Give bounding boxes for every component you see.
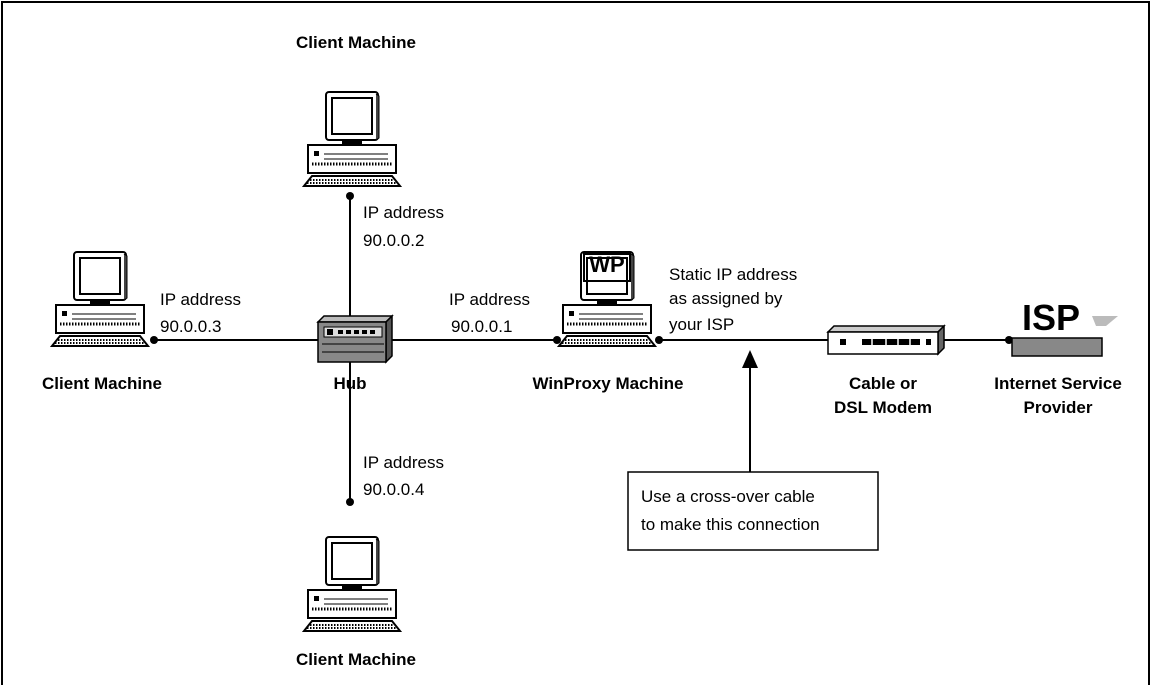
port-dot (346, 192, 354, 200)
winproxy-title: WinProxy Machine (533, 374, 684, 393)
port-dot (346, 498, 354, 506)
crossover-callout: Use a cross-over cable to make this conn… (627, 471, 879, 551)
modem-title-line-2: DSL Modem (834, 398, 932, 417)
client-left-ip-label: IP address (160, 290, 241, 309)
computer-icon (302, 535, 402, 633)
static-ip-line-2: as assigned by (669, 289, 783, 308)
isp-device-icon (1011, 337, 1103, 357)
client-top-ip: 90.0.0.2 (363, 231, 424, 250)
static-ip-line-1: Static IP address (669, 265, 797, 284)
static-ip-line-3: your ISP (669, 315, 734, 334)
client-bottom-title: Client Machine (296, 650, 416, 669)
isp-title-line-1: Internet Service (994, 374, 1122, 393)
client-top-ip-label: IP address (363, 203, 444, 222)
port-dot (655, 336, 663, 344)
client-bottom-ip: 90.0.0.4 (363, 480, 424, 499)
isp-title-line-2: Provider (1024, 398, 1093, 417)
hub-title: Hub (333, 374, 366, 393)
port-dot (150, 336, 158, 344)
client-machine-top: Client Machine IP address 90.0.0.2 (296, 33, 444, 250)
port-dot (553, 336, 561, 344)
client-bottom-ip-label: IP address (363, 453, 444, 472)
isp-logo-swoosh (1092, 316, 1118, 326)
callout-box (627, 471, 879, 551)
client-left-title: Client Machine (42, 374, 162, 393)
isp-logo: ISP (1022, 297, 1080, 338)
winproxy-machine: IP address 90.0.0.1 WP WinProxy Machine (449, 250, 684, 393)
winproxy-ip-label: IP address (449, 290, 530, 309)
computer-icon (302, 90, 402, 188)
hub: Hub (316, 314, 394, 393)
modem-title-line-1: Cable or (849, 374, 917, 393)
callout-line-1: Use a cross-over cable (641, 487, 815, 506)
static-ip-note: Static IP address as assigned by your IS… (669, 265, 797, 334)
isp: ISP Internet Service Provider (994, 297, 1122, 417)
client-top-title: Client Machine (296, 33, 416, 52)
cable-dsl-modem: Cable or DSL Modem (826, 324, 946, 417)
winproxy-ip: 90.0.0.1 (451, 317, 512, 336)
winproxy-screen-plate (583, 253, 631, 282)
callout-line-2: to make this connection (641, 515, 820, 534)
computer-icon (50, 250, 150, 348)
hub-icon (316, 314, 394, 364)
client-machine-left: Client Machine IP address 90.0.0.3 (42, 250, 241, 393)
client-left-ip: 90.0.0.3 (160, 317, 221, 336)
modem-icon (826, 324, 946, 356)
client-machine-bottom: IP address 90.0.0.4 Client Machine (296, 453, 444, 669)
callout-arrow-head (742, 350, 758, 368)
port-dot (1005, 336, 1013, 344)
